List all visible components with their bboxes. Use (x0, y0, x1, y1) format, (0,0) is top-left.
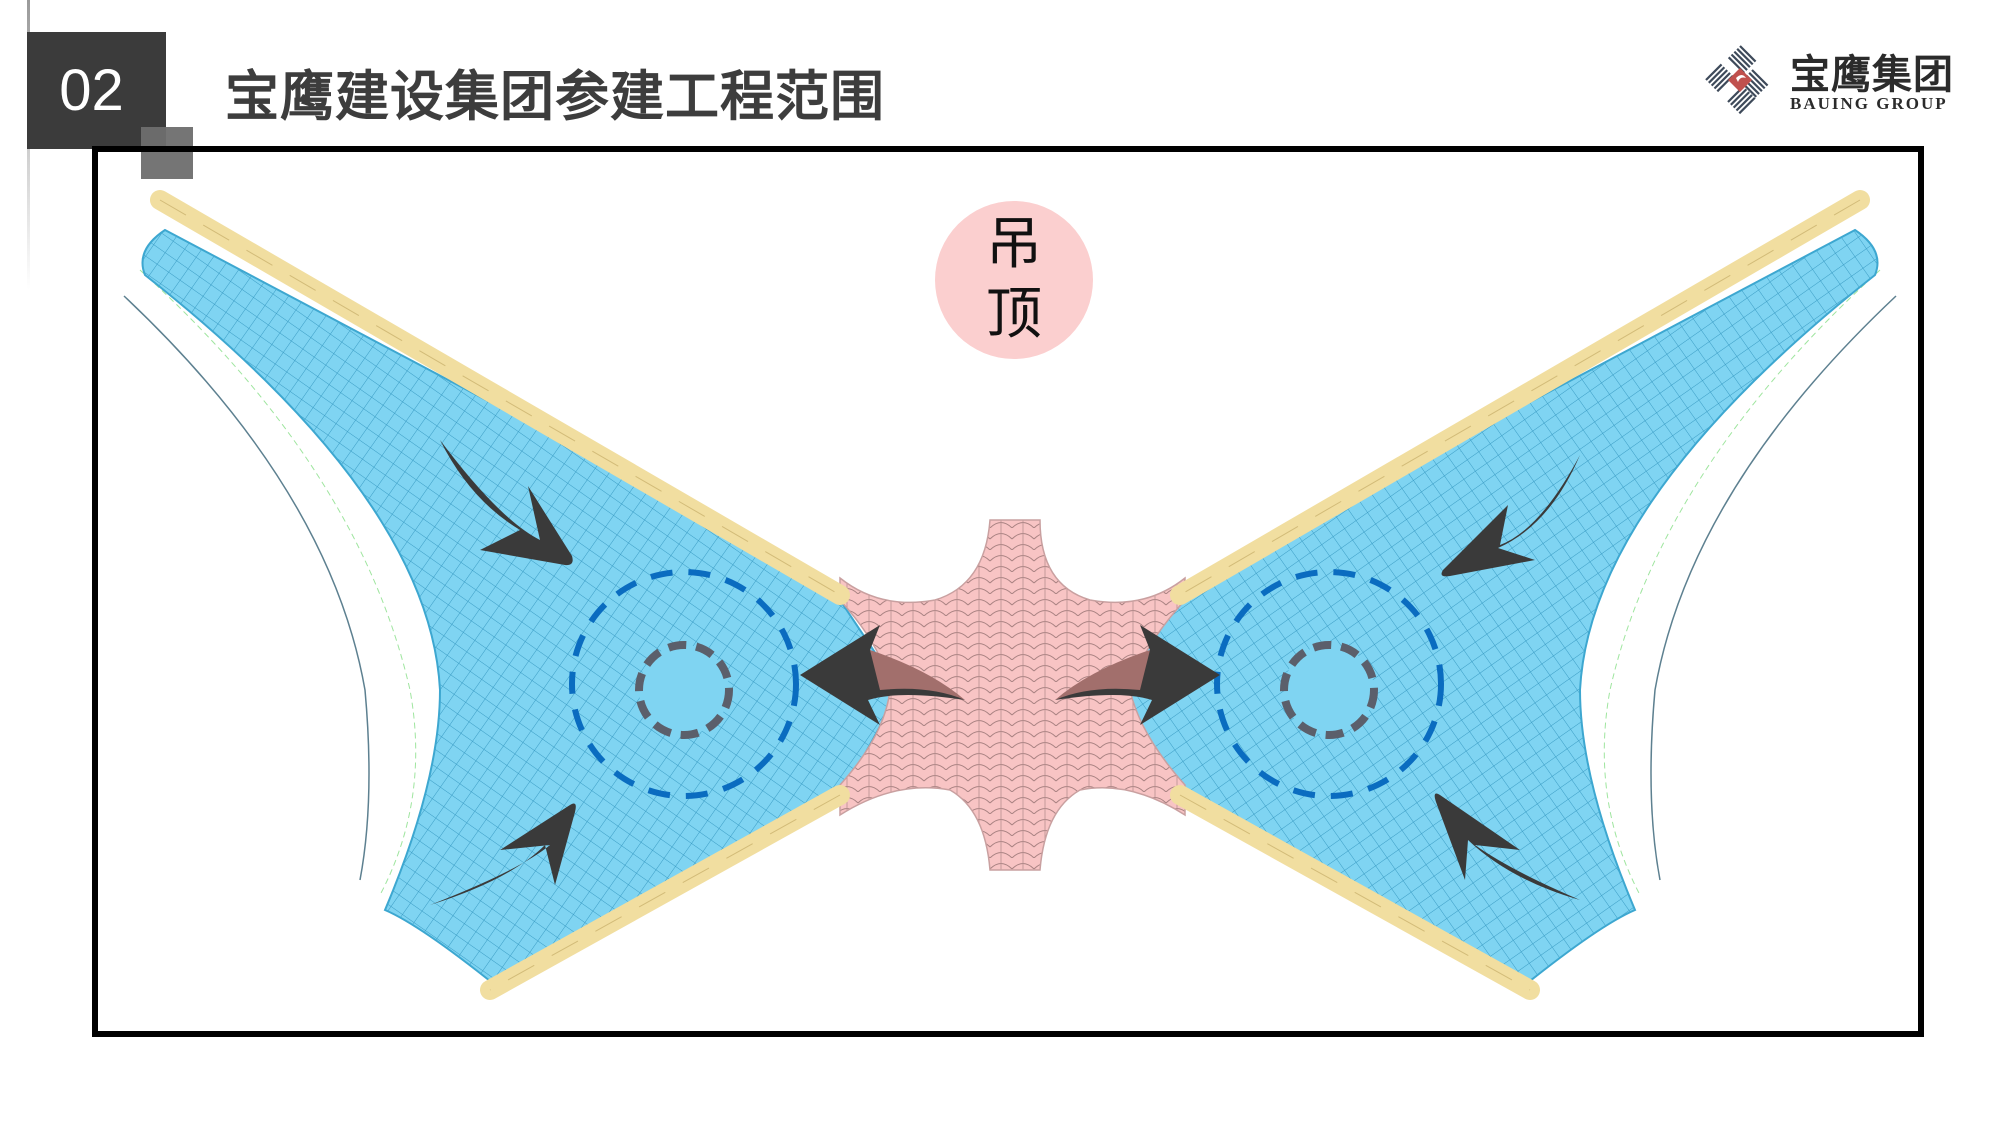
logo-name-cn: 宝鹰集团 (1790, 52, 1954, 98)
arrow-icon (1434, 793, 1580, 900)
ceiling-label-badge: 吊 顶 (935, 201, 1093, 359)
badge-text-line1: 吊 (986, 212, 1042, 277)
section-number: 02 (59, 58, 124, 123)
arrow-icon (440, 440, 573, 566)
diagram-frame (92, 146, 1924, 1037)
decorative-accent-square (141, 127, 193, 179)
left-column-markers (569, 569, 799, 799)
left-canopy-wing (141, 228, 902, 987)
structural-beams (150, 190, 1870, 1000)
right-canopy-wing (1118, 228, 1879, 987)
direction-arrows (430, 440, 1580, 905)
right-outline-guides (1603, 269, 1897, 896)
company-logo: 宝鹰集团 BAUING GROUP (1700, 40, 1970, 120)
logo-name-en: BAUING GROUP (1790, 94, 1948, 113)
page-title: 宝鹰建设集团参建工程范围 (225, 65, 885, 128)
arrow-icon (430, 803, 576, 905)
right-column-markers (1214, 569, 1444, 799)
arrow-icon (1441, 455, 1580, 577)
left-outline-guides (123, 269, 417, 896)
logo-mark-icon (1705, 45, 1769, 115)
badge-text-line2: 顶 (986, 282, 1042, 347)
